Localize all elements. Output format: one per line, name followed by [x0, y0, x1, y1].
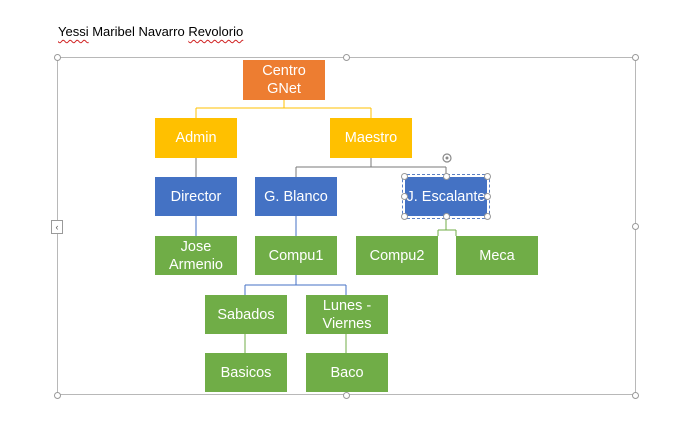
node-compu2[interactable]: Compu2: [356, 236, 438, 275]
shape-handle-middle-left[interactable]: [401, 193, 408, 200]
shape-handle-top-right[interactable]: [484, 173, 491, 180]
resize-handle-bottom-center[interactable]: [343, 392, 350, 399]
node-j-escalante[interactable]: J. Escalante: [402, 174, 490, 219]
node-sabados[interactable]: Sabados: [205, 295, 287, 334]
node-g-blanco[interactable]: G. Blanco: [255, 177, 337, 216]
author-last-name: Revolorio: [188, 24, 244, 39]
resize-handle-top-left[interactable]: [54, 54, 61, 61]
resize-handle-bottom-left[interactable]: [54, 392, 61, 399]
author-name[interactable]: Yessi Maribel Navarro Revolorio: [58, 24, 243, 39]
node-director[interactable]: Director: [155, 177, 237, 216]
node-admin[interactable]: Admin: [155, 118, 237, 158]
author-first-name: Yessi: [58, 24, 89, 39]
author-middle-name: Maribel Navarro: [88, 24, 189, 39]
shape-handle-top-center[interactable]: [443, 173, 450, 180]
node-lunes-viernes[interactable]: Lunes -Viernes: [306, 295, 388, 334]
shape-handle-bottom-center[interactable]: [443, 213, 450, 220]
text-pane-toggle-button[interactable]: ‹: [51, 220, 63, 234]
resize-handle-top-center[interactable]: [343, 54, 350, 61]
shape-handle-top-left[interactable]: [401, 173, 408, 180]
level3-connectors: [195, 216, 347, 295]
shape-handle-bottom-left[interactable]: [401, 213, 408, 220]
node-compu1[interactable]: Compu1: [255, 236, 337, 275]
level2-connectors: [195, 158, 447, 177]
resize-handle-bottom-right[interactable]: [632, 392, 639, 399]
node-meca[interactable]: Meca: [456, 236, 538, 275]
shape-handle-middle-right[interactable]: [484, 193, 491, 200]
node-baco[interactable]: Baco: [306, 353, 388, 392]
rotate-handle-icon[interactable]: [441, 152, 453, 164]
node-maestro[interactable]: Maestro: [330, 118, 412, 158]
node-basicos[interactable]: Basicos: [205, 353, 287, 392]
resize-handle-middle-right[interactable]: [632, 223, 639, 230]
resize-handle-top-right[interactable]: [632, 54, 639, 61]
level1-connectors: [195, 100, 372, 118]
shape-handle-bottom-right[interactable]: [484, 213, 491, 220]
